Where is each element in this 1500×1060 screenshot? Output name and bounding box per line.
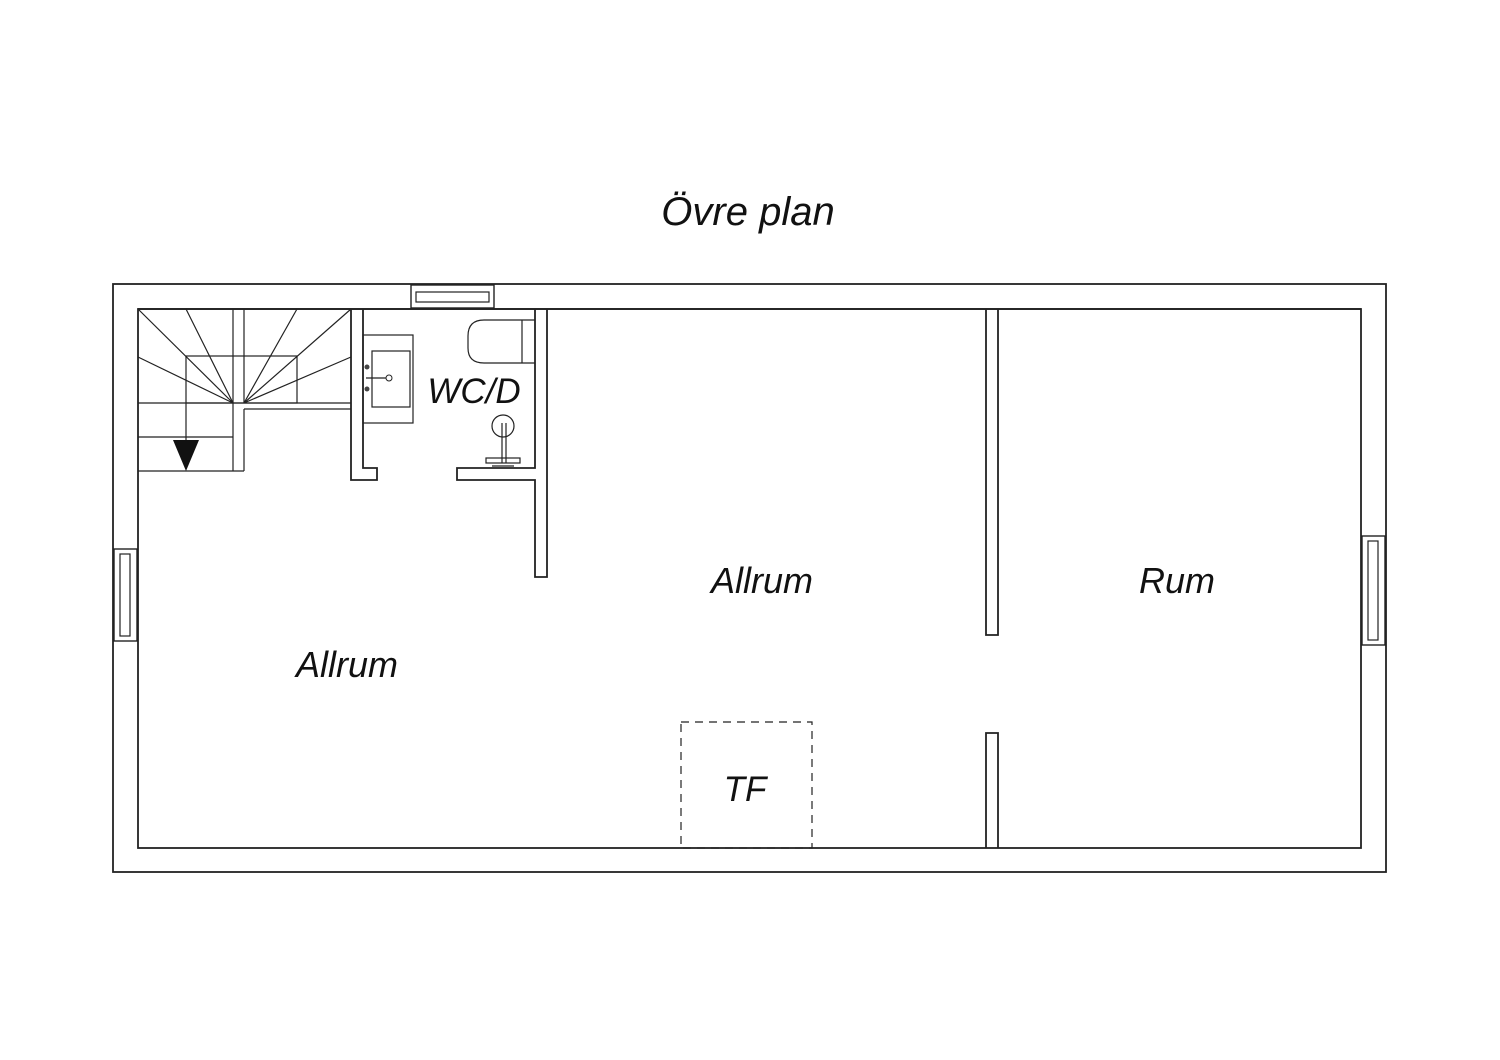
window-left bbox=[113, 548, 138, 642]
staircase bbox=[137, 308, 352, 472]
room-label-allrum-left: Allrum bbox=[294, 644, 398, 685]
window-top bbox=[410, 284, 495, 309]
room-label-rum: Rum bbox=[1139, 560, 1215, 601]
plan-title: Övre plan bbox=[661, 190, 834, 234]
attic-hatch bbox=[680, 721, 813, 849]
room-label-wc: WC/D bbox=[427, 372, 520, 411]
sink bbox=[362, 334, 414, 424]
stair-arrow-down-icon bbox=[173, 440, 199, 471]
room-label-tf: TF bbox=[724, 770, 769, 809]
room-label-allrum-middle: Allrum bbox=[709, 560, 813, 601]
interior-walls bbox=[138, 308, 1361, 848]
toilet bbox=[467, 319, 535, 364]
shower bbox=[485, 414, 521, 467]
window-right bbox=[1361, 535, 1386, 646]
